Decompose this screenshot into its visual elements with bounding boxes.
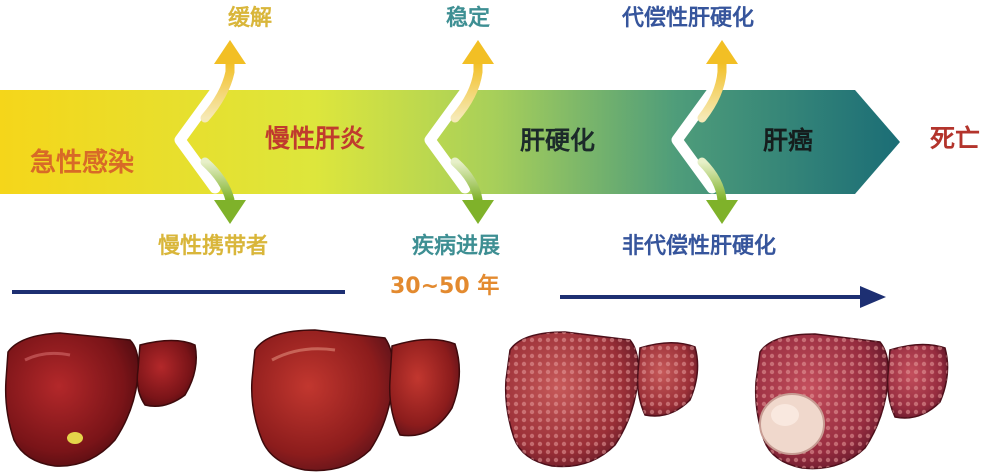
outcome-stable: 稳定: [446, 6, 491, 31]
timeline-arrowhead: [860, 286, 886, 308]
down-arrows: [200, 157, 738, 224]
stage-death: 死亡: [930, 124, 981, 153]
outcome-compensated-cirrhosis: 代偿性肝硬化: [622, 6, 755, 31]
progression-arrow: [0, 90, 900, 194]
outcome-decompensated-cirrhosis: 非代偿性肝硬化: [622, 234, 777, 259]
stage-separators: [174, 86, 718, 194]
outcome-disease-progression: 疾病进展: [412, 234, 501, 259]
hepatitis-liver: [250, 329, 461, 472]
stage-chronic-hepatitis: 慢性肝炎: [265, 124, 366, 153]
outcome-relief: 缓解: [228, 6, 273, 31]
stage-liver-cancer: 肝癌: [763, 126, 814, 155]
stage-acute-infection: 急性感染: [30, 148, 135, 178]
timeline-duration-label: 30~50 年: [390, 274, 500, 299]
healthy-liver: [4, 332, 197, 467]
cancerous-liver: [754, 333, 949, 470]
stage-cirrhosis: 肝硬化: [520, 126, 596, 155]
cirrhotic-liver: [504, 331, 699, 468]
outcome-chronic-carrier: 慢性携带者: [158, 234, 269, 259]
up-arrows: [200, 40, 738, 123]
